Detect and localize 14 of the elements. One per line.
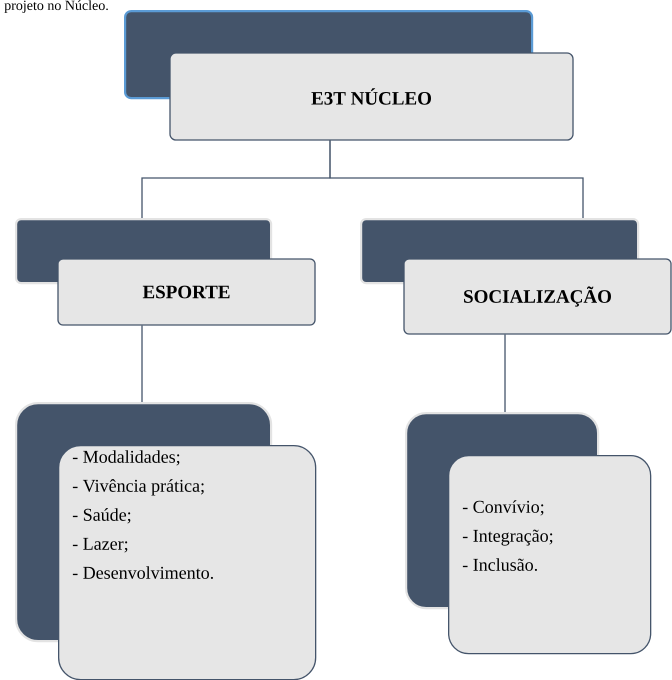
caption-text: projeto no Núcleo.: [4, 0, 108, 13]
list-box: - Modalidades; - Vivência prática; - Saúde; - Lazer; - Desenvolvimento.: [58, 445, 316, 680]
node-label: - Lazer;: [72, 538, 128, 552]
list-box: - Convívio; - Integração; - Inclusão.: [448, 455, 652, 654]
node-label: - Saúde;: [72, 508, 130, 524]
connector-line: [141, 326, 143, 402]
connector-line: [504, 334, 506, 412]
connector-line: [329, 140, 584, 218]
node-label: - Desenvolvimento.: [72, 566, 213, 579]
heading-box: ESPORTE: [57, 258, 316, 326]
heading-box: E3T NÚCLEO: [169, 52, 574, 141]
node-label: - Vivência prática;: [72, 479, 204, 496]
heading-box: SOCIALIZAÇÃO: [403, 258, 672, 335]
node-label: - Modalidades;: [72, 450, 180, 466]
